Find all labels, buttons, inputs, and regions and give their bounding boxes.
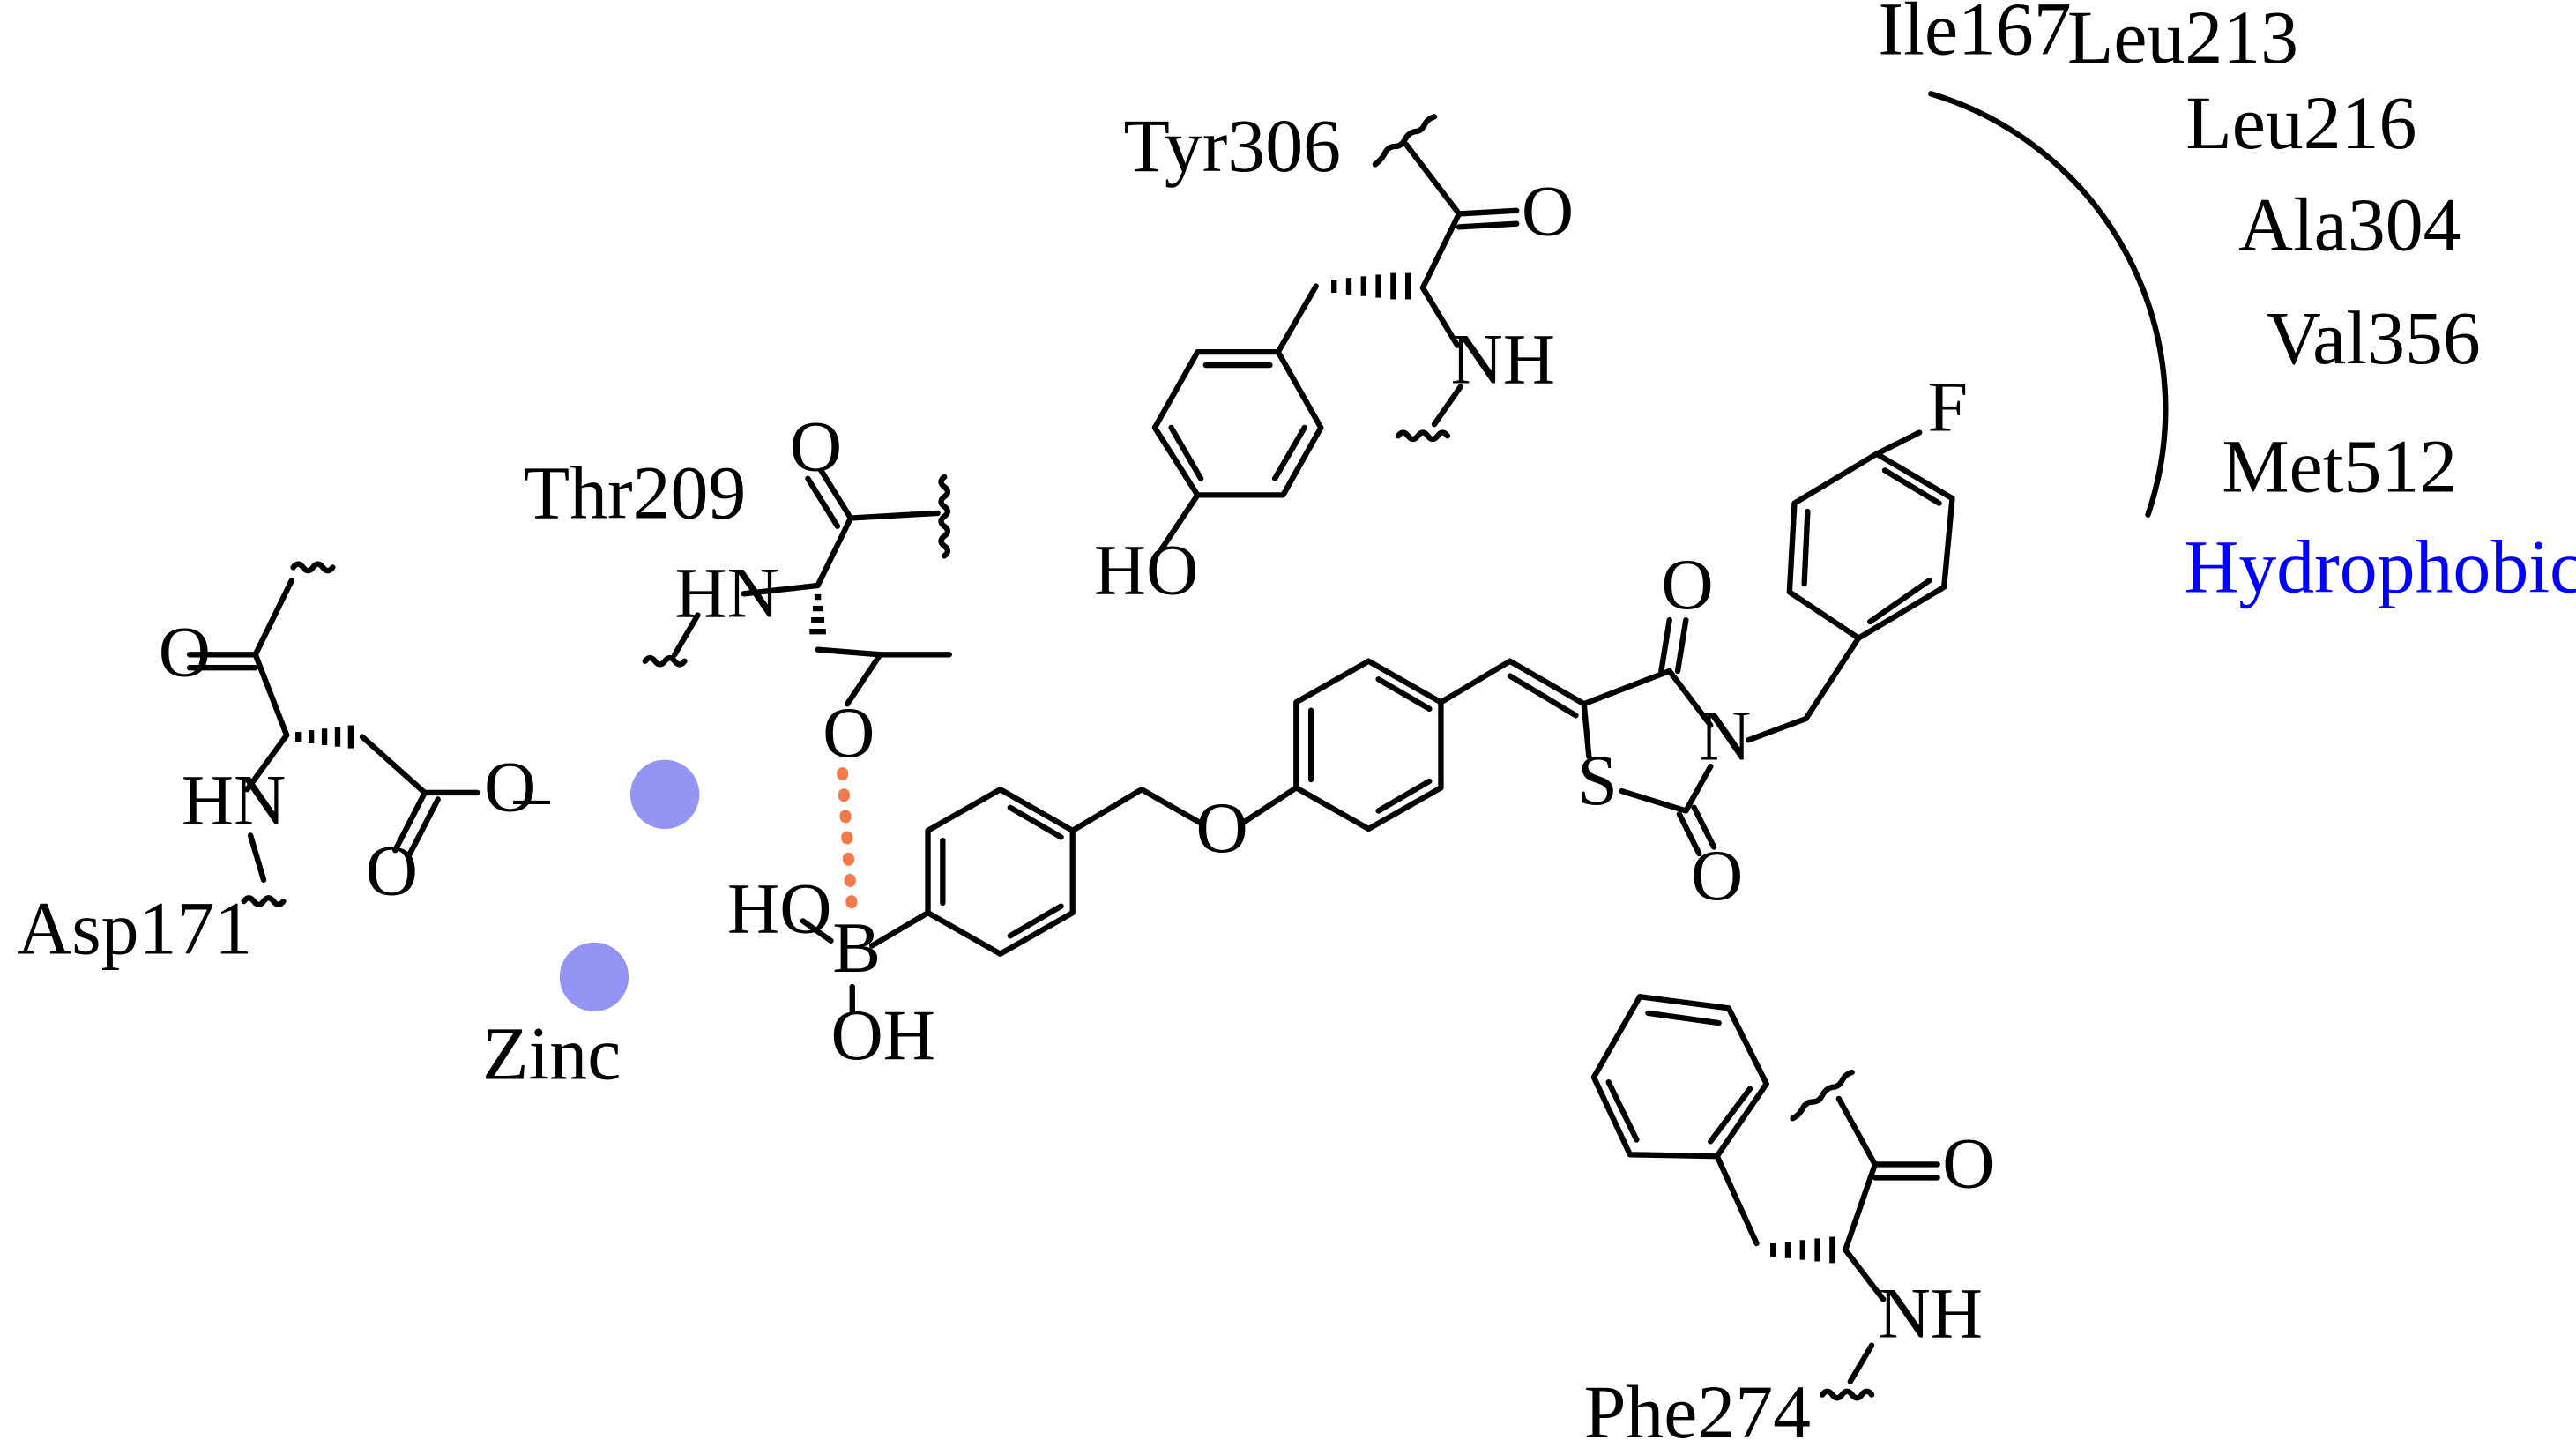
hydrophobic-residue-val356: Val356 bbox=[2267, 296, 2481, 380]
hydrophobic-residue-leu216: Leu216 bbox=[2185, 81, 2416, 165]
thr209-residue: Thr209 O HN O bbox=[524, 406, 952, 772]
hydrophobic-residue-met512: Met512 bbox=[2222, 425, 2457, 509]
asp-carbonyl-o: O bbox=[159, 612, 211, 692]
fluorine-atom: F bbox=[1928, 367, 1969, 447]
boronic-oh-left: HO bbox=[727, 869, 832, 949]
hydrophobic-residue-ala304: Ala304 bbox=[2238, 183, 2461, 266]
phe274-residue: O NH Phe274 bbox=[1584, 994, 1995, 1454]
boronic-oh-bottom: OH bbox=[831, 995, 936, 1075]
tyr-amide-nh: NH bbox=[1451, 319, 1556, 399]
asp-carboxylate-o: O bbox=[484, 746, 536, 826]
thr209-label: Thr209 bbox=[524, 451, 747, 534]
tzd-sulfur: S bbox=[1577, 740, 1618, 820]
tzd-nitrogen: N bbox=[1699, 696, 1751, 776]
thr-carbonyl-o: O bbox=[790, 406, 842, 486]
asp171-residue: O HN O – O Asp171 bbox=[17, 561, 551, 971]
zinc-ions: Zinc bbox=[482, 759, 700, 1095]
asp-carboxyl-o: O bbox=[366, 831, 418, 911]
phe-carbonyl-o: O bbox=[1942, 1123, 1994, 1204]
phe274-label: Phe274 bbox=[1584, 1370, 1811, 1451]
tyr-hydroxyl: HO bbox=[1094, 529, 1199, 609]
tyr306-label: Tyr306 bbox=[1123, 104, 1341, 188]
ligand-molecule: HO B OH O O N S O bbox=[727, 367, 1968, 1075]
thr-hydroxyl-o: O bbox=[823, 692, 875, 772]
thr-amide-nh: HN bbox=[674, 552, 779, 632]
hydrophobic-region: Ile167 Leu213 Leu216 Ala304 Val356 Met51… bbox=[1879, 0, 2576, 608]
ether-oxygen: O bbox=[1196, 787, 1248, 868]
hydrophobic-residue-leu213: Leu213 bbox=[2067, 0, 2298, 79]
asp-negative-charge: – bbox=[513, 755, 551, 835]
zinc-label: Zinc bbox=[482, 1011, 621, 1095]
tyr306-residue: Tyr306 O NH HO bbox=[1094, 104, 1574, 609]
tzd-carbonyl-o-bottom: O bbox=[1691, 835, 1743, 915]
zinc-ion-2 bbox=[559, 942, 629, 1012]
hydrophobic-arc bbox=[1928, 91, 2169, 518]
phe-amide-nh: NH bbox=[1879, 1272, 1984, 1353]
hydrophobic-region-label: Hydrophobic region bbox=[2184, 525, 2576, 608]
asp171-label: Asp171 bbox=[17, 887, 252, 971]
tzd-carbonyl-o-top: O bbox=[1661, 544, 1713, 624]
hydrophobic-residue-ile167: Ile167 bbox=[1879, 0, 2072, 71]
asp-amide-nh: HN bbox=[182, 759, 287, 839]
tyr-carbonyl-o: O bbox=[1522, 171, 1574, 251]
hydrogen-bond bbox=[837, 767, 859, 919]
zinc-ion-1 bbox=[629, 759, 700, 829]
